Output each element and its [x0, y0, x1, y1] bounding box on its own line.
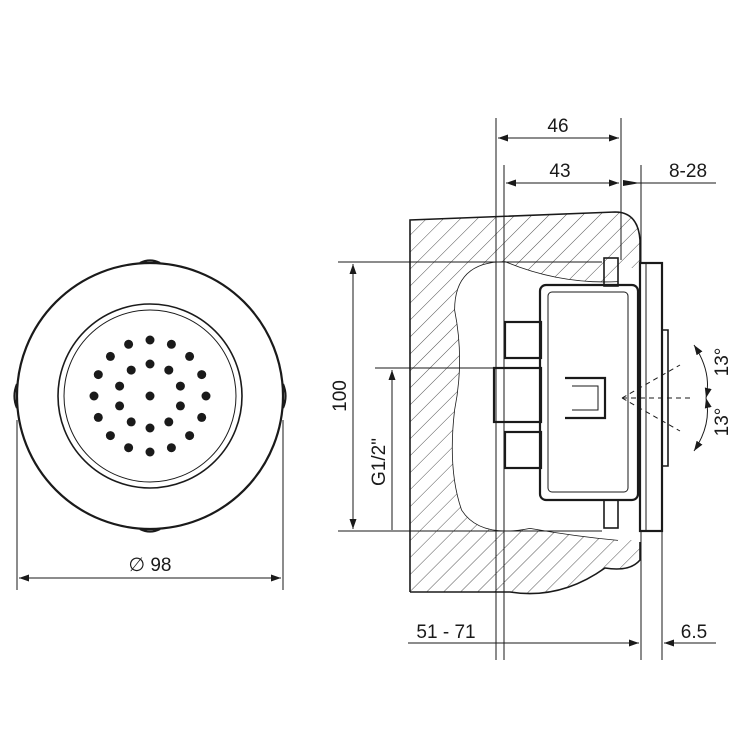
- nozzle-hole: [185, 431, 195, 441]
- dim-51-71-label: 51 - 71: [416, 622, 475, 643]
- right-tab: [281, 383, 287, 409]
- nozzle-hole: [145, 335, 155, 345]
- angle-upper-label: 13°: [712, 348, 733, 377]
- dim-6-5-label: 6.5: [681, 622, 707, 643]
- nozzle-hole: [126, 417, 136, 427]
- side-view: 13° 13° 46 43 8-28 100 G1/2" 51 - 71 6.5: [330, 116, 733, 660]
- nozzle-hole: [201, 391, 211, 401]
- angle-line-down: [621, 397, 681, 432]
- port-center: [492, 366, 543, 424]
- nozzle-hole: [145, 447, 155, 457]
- nozzle-hole: [105, 351, 115, 361]
- dim-100-label: 100: [330, 380, 351, 412]
- nozzle-hole: [115, 381, 125, 391]
- left-tab: [13, 383, 19, 409]
- diameter-label: ∅ 98: [129, 555, 172, 576]
- nozzle-hole: [185, 351, 195, 361]
- dim-8-28-arrow: [623, 180, 640, 186]
- nozzle-hole: [93, 370, 103, 380]
- nozzle-hole: [166, 443, 176, 453]
- cavity-fill: [452, 262, 618, 540]
- nozzle-hole: [145, 423, 155, 433]
- angle-arc-up: [693, 344, 712, 399]
- dim-46-label: 46: [547, 116, 568, 137]
- nozzle-pattern: [89, 335, 211, 457]
- unit-body-inner: [547, 291, 629, 493]
- bottom-tab: [139, 528, 161, 533]
- nozzle-hole: [115, 401, 125, 411]
- nozzle-hole: [166, 339, 176, 349]
- angle-lower-label: 13°: [712, 408, 733, 437]
- port-top: [503, 320, 543, 360]
- front-view: ∅ 98: [13, 259, 287, 590]
- nozzle-hole: [145, 359, 155, 369]
- nozzle-hole: [145, 391, 155, 401]
- dim-43-label: 43: [549, 161, 570, 182]
- angle-arc-down: [693, 397, 712, 452]
- nozzle-hole: [124, 443, 134, 453]
- angle-line-up: [621, 364, 681, 399]
- wall-outline-bottom: [410, 542, 641, 595]
- bracket-inner: [572, 385, 599, 411]
- inner-ring: [57, 303, 243, 489]
- top-clip: [603, 257, 619, 287]
- bracket: [565, 376, 607, 420]
- nozzle-hole: [197, 370, 207, 380]
- nozzle-hole: [175, 401, 185, 411]
- nozzle-hole: [105, 431, 115, 441]
- nozzle-hole: [164, 417, 174, 427]
- nozzle-hole: [124, 339, 134, 349]
- nozzle-hole: [89, 391, 99, 401]
- wall-outline-top: [409, 211, 641, 592]
- nozzle-hole: [93, 412, 103, 422]
- top-tab: [139, 259, 161, 264]
- nozzle-hole: [197, 412, 207, 422]
- dim-8-28-label: 8-28: [669, 161, 707, 182]
- face-plate: [638, 261, 664, 533]
- inner-ring-edge: [63, 309, 237, 483]
- outer-ring: [15, 261, 285, 531]
- bottom-clip: [603, 499, 619, 529]
- thread-label: G1/2": [369, 438, 390, 486]
- nozzle-hole: [126, 365, 136, 375]
- nozzle-hole: [164, 365, 174, 375]
- nozzle-hole: [175, 381, 185, 391]
- port-bottom: [503, 430, 543, 470]
